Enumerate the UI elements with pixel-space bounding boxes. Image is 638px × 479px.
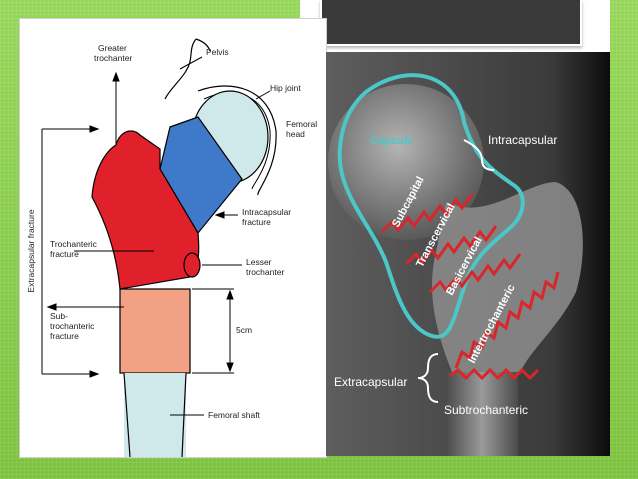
label-subtrochanteric: Subtrochanteric: [444, 403, 528, 417]
subcapital-line: [380, 193, 474, 234]
label-trochanteric-1: Trochanteric: [50, 239, 98, 249]
transcervical-line: [404, 225, 498, 266]
extracapsular-brace: [417, 353, 439, 403]
label-extracapsular: Extracapsular: [334, 375, 407, 389]
label-hip-joint: Hip joint: [270, 83, 301, 93]
pelvis-edge: [195, 38, 211, 52]
label-subtroch-1: Sub-: [50, 311, 68, 321]
acetabulum-outer: [197, 85, 277, 196]
label-intracapsular: Intracapsular: [488, 133, 557, 147]
subtrochanteric-region-shape: [119, 288, 191, 374]
label-extracapsular-fracture: Extracapsular fracture: [26, 209, 36, 292]
five-cm-arrow-up: [226, 289, 234, 300]
subtroch-arrowhead: [46, 303, 57, 311]
femoral-neck-shape: [159, 116, 243, 235]
basicervical-line: [428, 253, 522, 294]
label-subtroch-2: trochanteric: [50, 321, 95, 331]
xray-shaft: [446, 372, 518, 456]
label-femoral-head-2: head: [286, 129, 305, 139]
label-five-cm: 5cm: [236, 325, 252, 335]
intracapsular-arrowhead: [214, 211, 225, 219]
label-pelvis: Pelvis: [206, 47, 229, 57]
five-cm-arrow-down: [226, 362, 234, 373]
label-capsule: Capsule: [370, 135, 413, 147]
label-trochanteric-2: fracture: [50, 249, 79, 259]
subtrochanteric-line: [449, 367, 540, 381]
femur-diagram: Greater trochanter Pelvis Hip joint Femo…: [26, 38, 317, 458]
label-femoral-head-1: Femoral: [286, 119, 317, 129]
hip-joint-leader: [255, 90, 271, 100]
intertrochanteric-line: [454, 271, 560, 369]
label-intracapsular-1: Intracapsular: [242, 207, 291, 217]
xray-image: Capsule Intracapsular Subcapital Transce…: [326, 52, 610, 456]
greater-trochanter-arrowhead: [112, 71, 120, 82]
label-femoral-shaft: Femoral shaft: [208, 410, 261, 420]
label-greater-trochanter-2: trochanter: [94, 53, 132, 63]
lesser-trochanter-shape: [183, 252, 201, 278]
pelvis-leader: [179, 56, 203, 70]
extracapsular-bracket-top-arrow: [89, 125, 100, 133]
xray-femoral-head: [328, 84, 484, 240]
label-intracapsular-2: fracture: [242, 217, 271, 227]
femur-diagram-panel: Greater trochanter Pelvis Hip joint Femo…: [19, 18, 327, 458]
pelvis-outline: [164, 38, 197, 100]
title-placeholder: [320, 0, 582, 46]
intracapsular-brace: [463, 139, 495, 171]
label-greater-trochanter-1: Greater: [98, 43, 127, 53]
label-lesser-trochanter-2: trochanter: [246, 267, 284, 277]
label-subtroch-3: fracture: [50, 331, 79, 341]
extracapsular-bracket-bottom-arrow: [89, 370, 100, 378]
label-lesser-trochanter-1: Lesser: [246, 257, 272, 267]
shaft-edge-left: [123, 372, 131, 458]
xray-panel: Capsule Intracapsular Subcapital Transce…: [326, 52, 610, 456]
